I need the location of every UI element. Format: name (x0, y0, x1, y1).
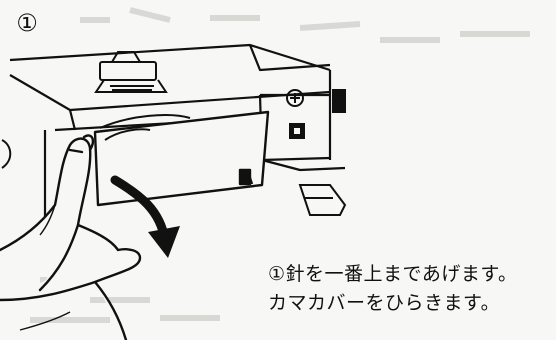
curved-arrow-down-icon (110, 175, 180, 258)
hand (0, 134, 142, 340)
hook-opening (99, 114, 191, 141)
instruction-caption: ①針を一番上まであげます。 カマカバーをひらきます。 (268, 260, 552, 318)
edge-detail (1, 139, 12, 169)
hand-lines (19, 204, 71, 331)
presser-foot (94, 51, 168, 93)
caption-line-2: カマカバーをひらきます。 (268, 292, 501, 314)
caption-line-1: ①針を一番上まであげます。 (268, 263, 518, 285)
bed-lever (298, 184, 347, 216)
side-controls (286, 89, 346, 139)
hook-cover[interactable] (93, 110, 270, 207)
step-number: ① (16, 9, 38, 37)
